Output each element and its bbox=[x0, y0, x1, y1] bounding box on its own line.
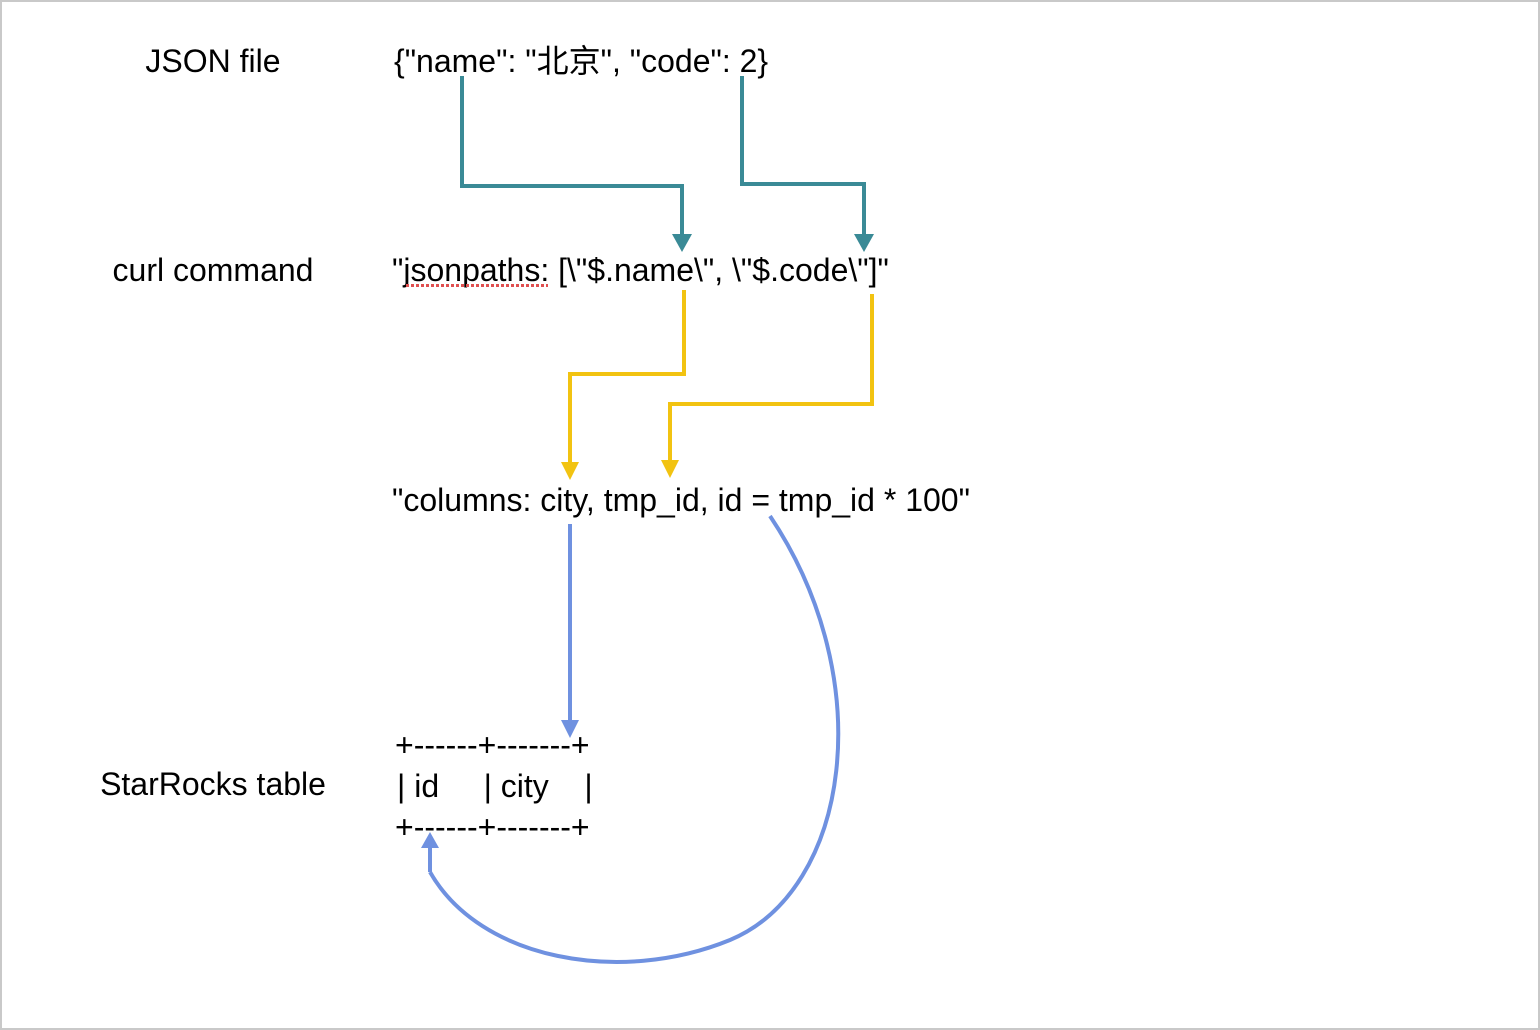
label-curl-command: curl command bbox=[112, 252, 314, 288]
table-header-row: | id | city | bbox=[397, 768, 593, 804]
json-file-content: {"name": "北京", "code": 2} bbox=[394, 43, 769, 79]
curl-jsonpaths-content: "jsonpaths: [\"$.name\", \"$.code\"]" bbox=[392, 252, 889, 288]
spellcheck-underline bbox=[406, 284, 548, 287]
table-border-top: +------+-------+ bbox=[395, 727, 590, 763]
table-border-bottom: +------+-------+ bbox=[395, 809, 590, 845]
label-json-file: JSON file bbox=[145, 43, 281, 79]
label-starrocks-table: StarRocks table bbox=[100, 766, 326, 802]
columns-content: "columns: city, tmp_id, id = tmp_id * 10… bbox=[392, 482, 970, 518]
